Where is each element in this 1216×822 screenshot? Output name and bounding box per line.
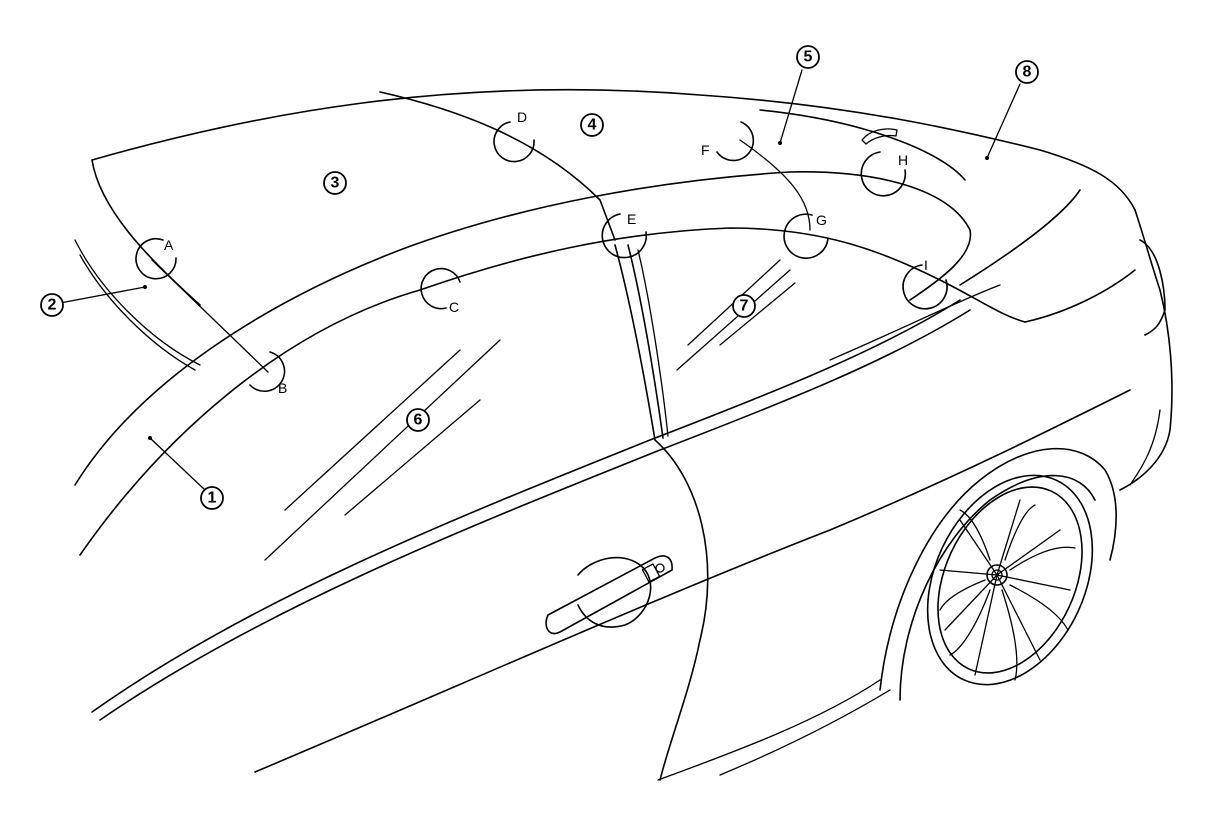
callout-5-label: 5 <box>804 49 813 66</box>
leader-lines <box>59 69 1021 491</box>
glass-hatch <box>264 259 796 561</box>
car-body-outline <box>74 88 1173 781</box>
callout-7: 7 <box>732 294 756 318</box>
callout-8-label: 8 <box>1023 64 1032 81</box>
callout-1: 1 <box>200 486 224 510</box>
detail-mark-e: E <box>601 211 648 259</box>
callout-5: 5 <box>796 45 820 69</box>
callout-1-label: 1 <box>208 490 217 507</box>
detail-mark-g: G <box>783 212 829 259</box>
detail-mark-e-label: E <box>627 211 636 227</box>
callout-3-label: 3 <box>331 175 340 192</box>
detail-mark-h-label: H <box>898 152 908 168</box>
callout-2-label: 2 <box>48 297 57 314</box>
detail-mark-a-label: A <box>164 237 174 253</box>
detail-mark-f-label: F <box>701 142 710 158</box>
callout-7-label: 7 <box>740 298 749 315</box>
detail-mark-b: B <box>249 351 287 396</box>
detail-mark-i-label: I <box>924 257 928 273</box>
door-handle <box>545 555 673 635</box>
detail-mark-g-label: G <box>816 212 827 228</box>
callout-2: 2 <box>40 293 64 317</box>
callout-3: 3 <box>323 171 347 195</box>
callout-4-label: 4 <box>588 117 597 134</box>
callout-6: 6 <box>406 408 430 432</box>
detail-mark-h: H <box>860 151 908 197</box>
detail-mark-a: A <box>135 237 177 280</box>
callout-4: 4 <box>580 113 604 137</box>
detail-mark-d-label: D <box>517 109 527 125</box>
detail-mark-c: C <box>420 267 461 315</box>
detail-mark-b-label: B <box>278 380 287 396</box>
detail-mark-c-label: C <box>449 299 459 315</box>
callout-6-label: 6 <box>414 412 423 429</box>
rear-wheel <box>926 474 1094 686</box>
detail-mark-d: D <box>493 109 535 163</box>
callout-8: 8 <box>1015 60 1039 84</box>
detail-mark-f: F <box>701 121 755 162</box>
detail-mark-i: I <box>902 257 948 310</box>
